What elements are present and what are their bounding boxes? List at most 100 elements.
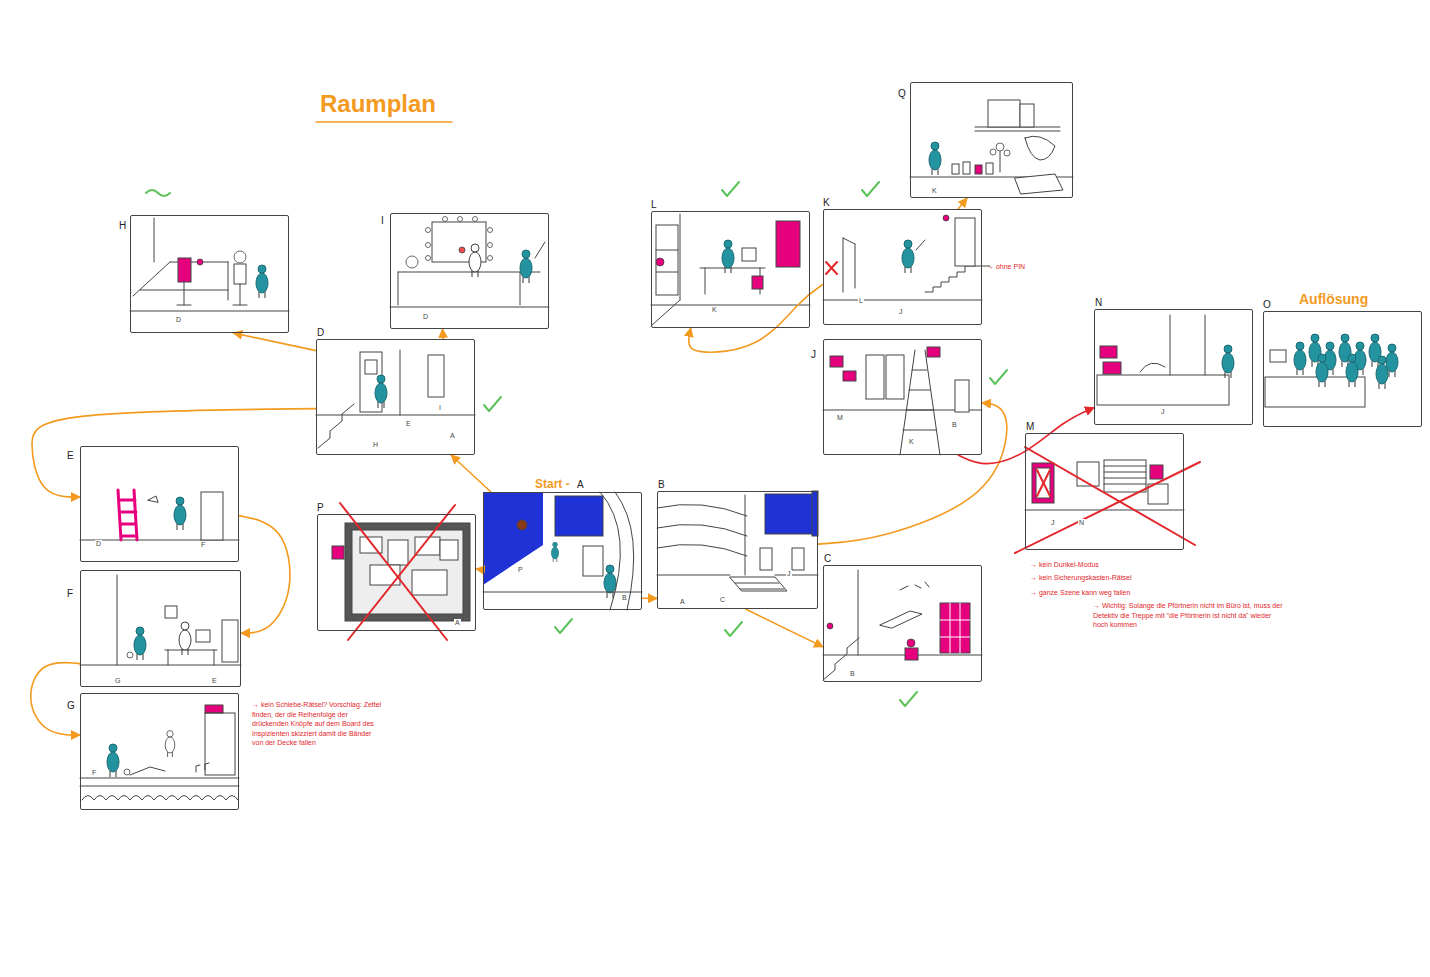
sketch-rect bbox=[583, 546, 603, 576]
sketch-rect bbox=[352, 530, 463, 614]
sketch-rect bbox=[1100, 346, 1117, 358]
sketch-rect bbox=[196, 630, 210, 642]
sketch-rect bbox=[412, 570, 447, 595]
sketch-line bbox=[1037, 470, 1050, 496]
sketch-rect bbox=[1020, 104, 1034, 127]
panel-letter: Auflösung bbox=[1299, 291, 1368, 307]
door-marker: G bbox=[114, 677, 121, 685]
figure-sketch bbox=[469, 244, 481, 277]
panel-letter: B bbox=[658, 478, 665, 491]
figure-body bbox=[256, 273, 268, 293]
sketch-line bbox=[705, 268, 706, 294]
sketch-line bbox=[680, 214, 681, 300]
figure-sketch bbox=[165, 731, 175, 757]
sketch-line bbox=[184, 282, 185, 305]
review-note: → Wichtig: Solange die Pförtnerin nicht … bbox=[1093, 601, 1283, 630]
sketch-line bbox=[398, 272, 399, 305]
sketch-rect bbox=[988, 100, 1020, 127]
panel-letter: D bbox=[317, 326, 324, 339]
scene-panel: OAuflösung bbox=[1263, 311, 1422, 427]
sketch-circle bbox=[473, 217, 478, 222]
scene-panel: B bbox=[657, 491, 818, 609]
sketch-rect bbox=[555, 496, 603, 536]
figure-body bbox=[174, 505, 186, 525]
sketch-line bbox=[398, 272, 540, 273]
sketch-rect bbox=[986, 163, 993, 174]
figure-head bbox=[1326, 342, 1334, 350]
figure-head bbox=[258, 265, 266, 273]
figure-sketch bbox=[375, 375, 387, 408]
door-marker: A bbox=[679, 598, 686, 606]
figure-sketch bbox=[134, 627, 146, 660]
sketch-rect bbox=[388, 540, 408, 565]
sketch-line bbox=[657, 575, 730, 576]
panel-letter: I bbox=[381, 214, 384, 227]
story-path-arrow bbox=[476, 568, 483, 570]
scene-panel: C bbox=[823, 565, 982, 682]
panel-letter: C bbox=[824, 552, 831, 565]
sketch-path bbox=[823, 638, 859, 680]
sketch-rect bbox=[365, 360, 377, 374]
sketch-line bbox=[975, 131, 1060, 132]
sketch-rect bbox=[1097, 375, 1229, 405]
sketch-rect bbox=[1036, 468, 1050, 498]
sketch-rect bbox=[1104, 460, 1146, 492]
sketch-circle bbox=[488, 228, 493, 233]
door-marker: I bbox=[438, 404, 442, 412]
sketch-rect bbox=[205, 713, 235, 775]
sketch-rect bbox=[178, 258, 191, 282]
sketch-line bbox=[656, 272, 678, 273]
door-marker: F bbox=[200, 541, 206, 549]
sketch-rect bbox=[760, 548, 772, 570]
sketch-circle bbox=[488, 243, 493, 248]
sketch-path bbox=[730, 577, 787, 591]
diagram-title: Raumplan bbox=[320, 90, 436, 118]
figure-sketch bbox=[174, 497, 186, 530]
sketch-line bbox=[858, 570, 859, 655]
sketch-circle bbox=[197, 259, 203, 265]
figure-sketch bbox=[1346, 354, 1358, 387]
story-path-arrow bbox=[233, 333, 316, 351]
sketch-rect bbox=[222, 620, 238, 662]
figure-body bbox=[469, 252, 481, 272]
sketch-line bbox=[651, 300, 680, 326]
sketch-circle bbox=[443, 217, 448, 222]
figure-sketch bbox=[902, 240, 914, 273]
scene-panel: J bbox=[823, 339, 982, 455]
sketch-circle bbox=[1004, 150, 1010, 156]
door-marker: D bbox=[422, 313, 429, 321]
sketch-path bbox=[940, 603, 970, 653]
panel-letter: L bbox=[651, 198, 657, 211]
sketch-line bbox=[240, 284, 241, 305]
sketch-rect bbox=[1103, 362, 1121, 374]
figure-sketch bbox=[551, 542, 558, 562]
figure-sketch bbox=[604, 565, 616, 598]
scene-panel: L bbox=[651, 211, 810, 328]
figure-sketch bbox=[256, 265, 268, 298]
figure-sketch bbox=[1376, 356, 1388, 389]
sketch-path bbox=[722, 182, 739, 196]
figure-body bbox=[1316, 362, 1328, 382]
figure-body bbox=[1222, 353, 1234, 373]
figure-head bbox=[181, 622, 189, 630]
figure-body bbox=[165, 737, 175, 753]
sketch-rect bbox=[776, 221, 800, 267]
sketch-line bbox=[1025, 447, 1195, 545]
sketch-circle bbox=[827, 623, 833, 629]
sketch-rect bbox=[830, 356, 843, 367]
sketch-rect bbox=[742, 248, 756, 261]
sketch-rect bbox=[234, 264, 246, 284]
scene-panel: Q bbox=[910, 82, 1073, 198]
figure-head bbox=[136, 627, 144, 635]
sketch-line bbox=[656, 250, 678, 251]
sketch-line bbox=[165, 650, 217, 651]
story-path-arrow bbox=[451, 455, 491, 492]
sketch-path bbox=[1025, 136, 1055, 160]
figure-head bbox=[553, 542, 558, 547]
figure-body bbox=[179, 630, 191, 650]
story-path-arrow bbox=[32, 409, 316, 497]
figure-head bbox=[904, 240, 912, 248]
sketch-line bbox=[130, 311, 289, 312]
sketch-path bbox=[657, 524, 747, 536]
